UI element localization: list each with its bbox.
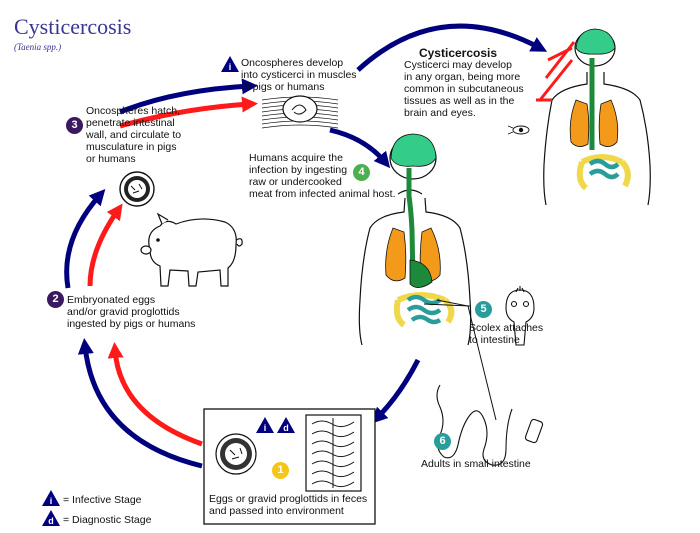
human-figure-main <box>358 133 497 421</box>
svg-text:i: i <box>50 496 53 506</box>
step-1-infective-icon: i <box>256 417 274 433</box>
legend-diagnostic-icon: d <box>42 510 60 526</box>
page-subtitle: (Taenia spp.) <box>14 42 62 52</box>
cysticercosis-heading: Cysticercosis <box>418 46 498 60</box>
proglottid-image <box>305 414 362 492</box>
step-3-badge: 3 <box>66 117 83 134</box>
adult-tapeworm <box>436 384 544 466</box>
muscle-cysticercus <box>261 95 339 129</box>
arrow-2-to-3-red <box>87 203 123 287</box>
step-3-text: Oncospheres hatch, penetrate intestinal … <box>86 105 182 165</box>
legend-diagnostic-label: = Diagnostic Stage <box>63 514 152 526</box>
arrow-1-to-2-blue <box>77 338 203 469</box>
step-2-text: Embryonated eggs and/or gravid proglotti… <box>67 294 196 330</box>
arrow-muscle-to-human <box>329 127 391 169</box>
arrow-3-to-muscle-blue <box>119 78 258 115</box>
arrow-2-to-3-blue <box>64 189 106 289</box>
svg-text:d: d <box>283 423 289 433</box>
scolex-image <box>505 286 535 346</box>
svg-text:d: d <box>48 516 54 526</box>
cycle-arrows <box>64 23 548 469</box>
arrow-muscle-to-cyst <box>356 23 548 72</box>
legend-infective-label: = Infective Stage <box>63 494 142 506</box>
svg-text:i: i <box>264 423 267 433</box>
step-4-badge: 4 <box>353 164 370 181</box>
step-1-diagnostic-icon: d <box>277 417 295 433</box>
human-figure-cyst <box>507 28 651 206</box>
step-5-badge: 5 <box>475 301 492 318</box>
infective-stage-icon: i <box>221 56 239 72</box>
legend-infective-icon: i <box>42 490 60 506</box>
cysticercosis-info: Cysticercosis Cysticerci may develop in … <box>404 46 524 119</box>
arrow-human-to-1 <box>371 358 421 424</box>
muscle-cysticerci-text: Oncospheres develop into cysticerci in m… <box>241 57 357 93</box>
step-1-badge: 1 <box>272 462 289 479</box>
arrow-1-to-2-red <box>107 342 203 447</box>
egg-image <box>215 433 257 475</box>
page-title: Cysticercosis <box>14 14 132 39</box>
step-6-badge: 6 <box>434 433 451 450</box>
step-1-text: Eggs or gravid proglottids in feces and … <box>209 493 368 517</box>
step-2-badge: 2 <box>47 291 64 308</box>
step-6-text: Adults in small intestine <box>421 458 531 470</box>
svg-text:i: i <box>229 62 232 72</box>
arrow-3-to-muscle-red <box>119 96 258 129</box>
pig-image <box>140 212 243 287</box>
step-5-text: Scolex attaches to intestine <box>469 322 544 346</box>
oncosphere-image <box>119 171 155 207</box>
step-4-text: Humans acquire the infection by ingestin… <box>249 152 396 200</box>
